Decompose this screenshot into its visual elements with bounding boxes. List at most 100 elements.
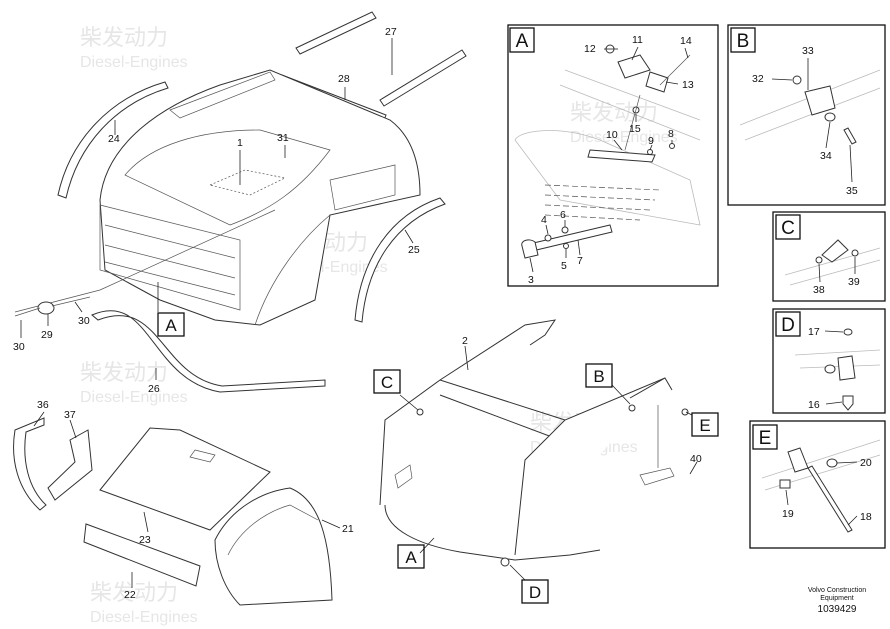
- part-number-13: 13: [682, 79, 694, 91]
- detail-b-leaders: [771, 58, 853, 183]
- link-rod: [624, 94, 641, 151]
- svg-text:B: B: [593, 367, 604, 386]
- plate-10: [587, 149, 656, 163]
- frame-leaders: [399, 345, 698, 581]
- frame-bolt-c: [416, 408, 424, 416]
- svg-text:A: A: [405, 548, 417, 567]
- bolt-35: [843, 127, 857, 145]
- part-number-24: 24: [108, 133, 120, 145]
- part-number-19: 19: [782, 508, 794, 520]
- bolt-4: [544, 234, 552, 242]
- hood-grille: [99, 204, 241, 311]
- part-number-23: 23: [139, 534, 151, 546]
- part-number-30b: 30: [78, 315, 90, 327]
- washer-9: [647, 149, 653, 155]
- svg-text:C: C: [381, 373, 393, 392]
- rod-7: [524, 224, 613, 253]
- detail-view-e: E: [749, 420, 886, 549]
- hood-hatch: [208, 169, 287, 196]
- hood-vent: [169, 71, 276, 119]
- watermark-cn: 柴发动力: [80, 25, 168, 50]
- foam-strip-22: [83, 523, 201, 587]
- detail-c-letter: C: [781, 218, 795, 239]
- part-number-32: 32: [752, 73, 764, 85]
- brand-line-1: Volvo Construction: [808, 587, 866, 594]
- callout-box-b-frame[interactable]: B: [585, 363, 613, 388]
- part-number-10: 10: [606, 129, 618, 141]
- bracket-36: [13, 417, 47, 511]
- drawing-footer: Volvo Construction Equipment 1039429: [808, 587, 866, 615]
- hood-side-edge: [254, 214, 331, 326]
- part-number-1: 1: [237, 137, 243, 149]
- detail-a-letter: A: [516, 31, 529, 52]
- hood-body: [99, 69, 421, 326]
- detail-d-ghost-frame: [794, 349, 881, 369]
- part-number-5: 5: [561, 260, 567, 272]
- panel-cutout: [189, 449, 216, 463]
- watermark-cn: 柴发动力: [80, 360, 168, 385]
- side-panel-21: [214, 487, 333, 606]
- seal-strip-27a: [295, 11, 377, 55]
- end-fitting-3: [521, 239, 539, 259]
- seal-strip-27b: [379, 49, 467, 107]
- frame-bolt-e: [681, 408, 689, 416]
- part-number-36: 36: [37, 399, 49, 411]
- part-number-3: 3: [528, 274, 534, 286]
- fender-strip-25: [354, 197, 446, 323]
- grille-slats: [104, 224, 236, 296]
- frame-tube-right: [514, 377, 666, 556]
- seal-strip-24: [57, 81, 169, 199]
- part-number-9: 9: [648, 135, 654, 147]
- part-number-2: 2: [462, 335, 468, 347]
- part-number-7: 7: [577, 255, 583, 267]
- detail-a-leaders: [529, 46, 689, 273]
- part-number-22: 22: [124, 589, 136, 601]
- part-number-34: 34: [820, 150, 832, 162]
- callout-box-c-frame[interactable]: C: [373, 369, 401, 394]
- washer-6: [561, 226, 569, 234]
- bracket-33: [804, 85, 836, 116]
- watermark-cn: 柴发动力: [570, 100, 658, 125]
- washer-34: [824, 112, 836, 122]
- detail-b-letter: B: [737, 31, 750, 52]
- bracket-37: [47, 429, 93, 501]
- cable-30-ends: [14, 296, 91, 317]
- detail-a-ghost-bracket: [514, 130, 701, 226]
- part-number-25: 25: [408, 244, 420, 256]
- part-number-14: 14: [680, 35, 692, 47]
- part-number-20: 20: [860, 457, 872, 469]
- part-number-8: 8: [668, 128, 674, 140]
- frame-tube-bottom: [384, 504, 601, 561]
- bracket-c: [821, 239, 849, 263]
- brand-line-2: Equipment: [820, 595, 854, 602]
- watermark-en: Diesel-Engines: [90, 609, 198, 626]
- part-number-40: 40: [690, 453, 702, 465]
- main-hood-leaders: [20, 38, 414, 380]
- dashed-assembly-lines: [544, 184, 661, 221]
- watermark-en: Diesel-Engines: [80, 389, 188, 406]
- detail-view-c: C: [772, 211, 886, 302]
- bolt-16: [842, 395, 854, 411]
- frame-crossbar: [439, 379, 566, 441]
- nut-32: [792, 75, 802, 85]
- detail-d-letter: D: [781, 315, 795, 336]
- part-number-21: 21: [342, 523, 354, 535]
- callout-box-a-main[interactable]: A: [157, 312, 185, 337]
- part-number-12: 12: [584, 43, 596, 55]
- part-number-30a: 30: [13, 341, 25, 353]
- part-number-16: 16: [808, 399, 820, 411]
- grommet-29: [37, 301, 55, 315]
- frame-corner: [629, 377, 673, 399]
- bracket-d: [837, 355, 856, 381]
- part-number-29: 29: [41, 329, 53, 341]
- watermark-cn: 柴发动力: [90, 580, 178, 605]
- part-number-27: 27: [385, 26, 397, 38]
- callout-box-d-frame[interactable]: D: [521, 579, 549, 604]
- callout-box-a-frame[interactable]: A: [397, 544, 425, 569]
- callout-box-e-frame[interactable]: E: [691, 412, 719, 437]
- frame-bracket: [394, 464, 413, 489]
- latch-13: [645, 71, 669, 93]
- detail-view-b: B: [727, 24, 886, 206]
- side-louvre: [329, 164, 396, 211]
